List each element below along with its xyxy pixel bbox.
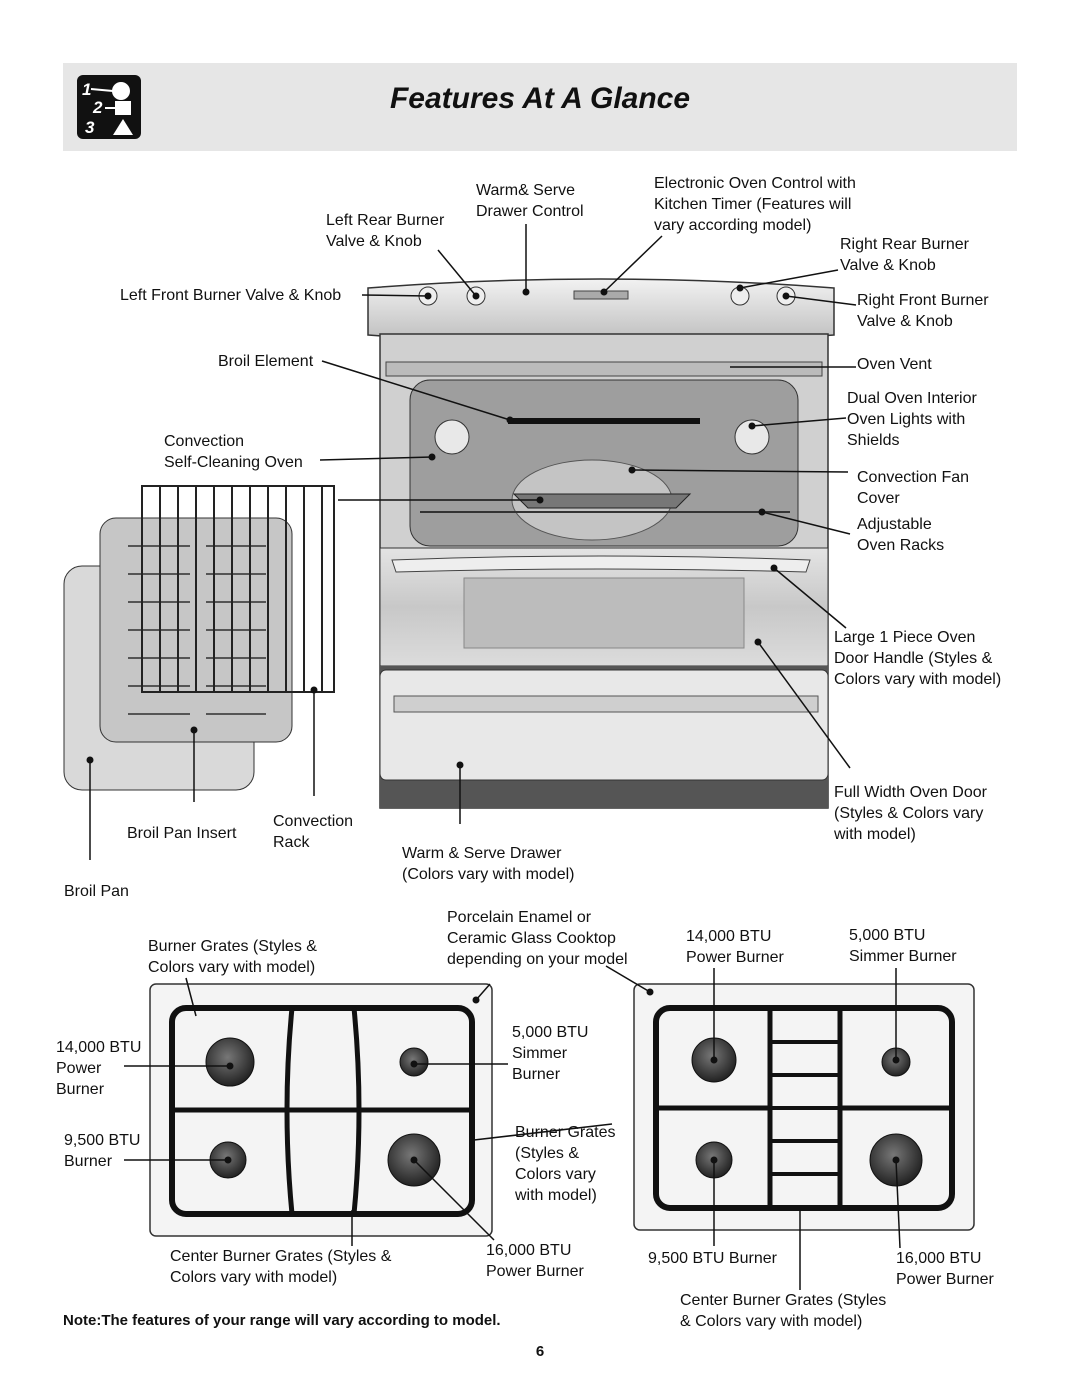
label-warm-serve-drawer: Warm & Serve Drawer (Colors vary with mo… — [402, 845, 575, 883]
label-burner-grates-center: Burner Grates (Styles & Colors vary with… — [515, 1124, 616, 1204]
label-dual-oven-lights: Dual Oven Interior Oven Lights with Shie… — [847, 390, 977, 449]
label-power-burner-16000-left: 16,000 BTU Power Burner — [486, 1242, 584, 1280]
range-body — [367, 278, 835, 809]
icon-digit-2: 2 — [92, 98, 103, 117]
oven-light-left — [434, 419, 470, 455]
label-convection-fan: Convection Fan Cover — [857, 469, 970, 507]
leader-dots — [86, 284, 900, 1164]
label-broil-pan-insert: Broil Pan Insert — [127, 825, 237, 842]
label-door-handle: Large 1 Piece Oven Door Handle (Styles &… — [834, 629, 1002, 688]
broil-pan-group — [63, 485, 335, 791]
label-center-grates-left: Center Burner Grates (Styles & Colors va… — [170, 1248, 392, 1286]
label-burner-9500-left: 9,500 BTU Burner — [64, 1132, 141, 1170]
label-right-rear-burner: Right Rear Burner Valve & Knob — [840, 236, 969, 274]
oven-light-right — [734, 419, 770, 455]
icon-digit-1: 1 — [82, 80, 91, 99]
warm-serve-drawer — [379, 669, 829, 781]
label-burner-9500-right: 9,500 BTU Burner — [648, 1250, 777, 1267]
label-left-rear-burner: Left Rear Burner Valve & Knob — [326, 212, 445, 250]
label-electronic-control: Electronic Oven Control with Kitchen Tim… — [654, 175, 856, 234]
label-cooktop-surface: Porcelain Enamel or Ceramic Glass Cookto… — [447, 909, 628, 968]
label-power-burner-14000-right: 14,000 BTU Power Burner — [686, 928, 784, 966]
leader-lines — [89, 224, 901, 1290]
label-convection-rack: Convection Rack — [273, 813, 354, 851]
label-broil-pan: Broil Pan — [64, 883, 129, 900]
label-broil-element: Broil Element — [218, 353, 314, 370]
oven-vent-strip — [385, 361, 823, 377]
door-handle — [391, 555, 811, 573]
page-title: Features At A Glance — [389, 82, 691, 115]
label-power-burner-14000-left: 14,000 BTU Power Burner — [56, 1039, 142, 1098]
door-window — [463, 577, 745, 649]
label-left-front-burner: Left Front Burner Valve & Knob — [120, 287, 342, 304]
label-warm-serve-control: Warm& Serve Drawer Control — [476, 182, 584, 220]
header-bar — [63, 63, 1017, 151]
label-adjustable-racks: Adjustable Oven Racks — [857, 516, 945, 554]
drawer-handle — [393, 695, 819, 713]
cooktop-left — [149, 983, 493, 1237]
icon-digit-3: 3 — [85, 118, 95, 137]
broil-element — [508, 418, 700, 424]
label-convection-oven: Convection Self-Cleaning Oven — [164, 433, 303, 471]
broil-pan-in-oven — [512, 493, 692, 509]
model-note: Note:The features of your range will var… — [63, 1312, 501, 1329]
label-oven-door: Full Width Oven Door (Styles & Colors va… — [834, 784, 987, 843]
label-power-burner-16000-right: 16,000 BTU Power Burner — [896, 1250, 994, 1288]
label-burner-grates-left: Burner Grates (Styles & Colors vary with… — [148, 938, 317, 976]
page-number: 6 — [535, 1343, 545, 1360]
convection-rack — [141, 485, 335, 693]
label-oven-vent: Oven Vent — [857, 356, 932, 373]
cooktop-right — [633, 983, 975, 1231]
label-center-grates-right: Center Burner Grates (Styles & Colors va… — [680, 1292, 887, 1330]
label-right-front-burner: Right Front Burner Valve & Knob — [857, 292, 989, 330]
label-simmer-burner-right: 5,000 BTU Simmer Burner — [849, 927, 957, 965]
label-simmer-burner-left: 5,000 BTU Simmer Burner — [512, 1024, 589, 1083]
steps-123-icon: 1 2 3 — [77, 75, 141, 139]
